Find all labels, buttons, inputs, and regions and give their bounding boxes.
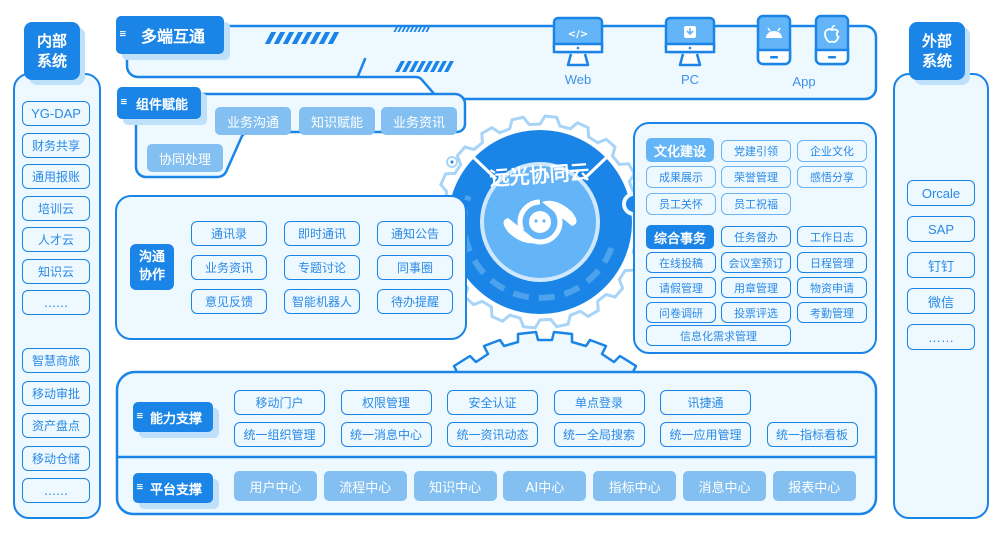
platform-item[interactable]: 报表中心	[772, 471, 856, 501]
pc-device[interactable]: PC	[664, 16, 716, 87]
apple-phone-icon	[814, 14, 850, 66]
external-system-item[interactable]: 钉钉	[907, 252, 975, 278]
svg-text:</>: </>	[568, 29, 588, 40]
communication-tag: 沟通 协作	[130, 244, 174, 290]
center-gear-logo: 远光协同云	[432, 114, 648, 330]
external-system-item[interactable]: Orcale	[907, 180, 975, 206]
communication-item[interactable]: 智能机器人	[284, 289, 360, 314]
external-system-item[interactable]: ……	[907, 324, 975, 350]
internal-system-item[interactable]: 移动审批	[22, 380, 90, 406]
internal-system-item[interactable]: 智慧商旅	[22, 348, 90, 373]
platform-item[interactable]: AI中心	[503, 471, 587, 501]
capability-item[interactable]: 统一消息中心	[340, 422, 432, 447]
code-monitor-icon: </>	[552, 16, 604, 67]
download-monitor-icon	[664, 16, 716, 67]
platform-tag: ≡ 平台支撑	[133, 473, 213, 503]
decor-stripes-2	[395, 61, 454, 72]
capability-item[interactable]: 统一指标看板	[766, 422, 858, 447]
web-label: Web	[564, 72, 592, 87]
capability-item[interactable]: 移动门户	[234, 390, 325, 415]
culture-item[interactable]: 员工关怀	[646, 193, 716, 215]
capability-item[interactable]: 统一资讯动态	[447, 422, 538, 447]
chat-swirl-logo-icon	[503, 199, 577, 245]
internal-system-item[interactable]: 人才云	[22, 227, 90, 252]
affairs-item[interactable]: 请假管理	[646, 277, 716, 298]
capability-item[interactable]: 单点登录	[553, 390, 645, 415]
internal-system-item[interactable]: ……	[22, 478, 90, 503]
affairs-item[interactable]: 信息化需求管理	[646, 325, 791, 346]
internal-system-item[interactable]: ……	[22, 290, 90, 315]
capability-tag: ≡ 能力支撑	[133, 402, 213, 432]
capability-item[interactable]: 统一组织管理	[234, 422, 325, 447]
communication-item[interactable]: 即时通讯	[284, 221, 360, 246]
internal-system-item[interactable]: 财务共享	[22, 132, 90, 158]
android-phone-icon	[756, 14, 792, 66]
communication-item[interactable]: 通讯录	[191, 221, 267, 246]
platform-item[interactable]: 流程中心	[323, 471, 407, 501]
capability-item[interactable]: 统一全局搜索	[553, 422, 645, 447]
culture-item[interactable]: 感悟分享	[797, 166, 867, 188]
culture-item[interactable]: 企业文化	[797, 140, 867, 162]
affairs-tag: 综合事务	[646, 225, 714, 249]
lower-gear-decor	[440, 330, 660, 376]
culture-item[interactable]: 荣誉管理	[721, 166, 791, 188]
external-system-item[interactable]: 微信	[907, 288, 975, 314]
communication-item[interactable]: 业务资讯	[191, 255, 267, 280]
component-item[interactable]: 业务沟通	[215, 107, 291, 135]
internal-system-item[interactable]: 通用报账	[22, 164, 90, 189]
tag-decor-icon: ≡	[120, 97, 128, 108]
external-systems-title: 外部 系统	[909, 22, 965, 80]
connector-node	[446, 156, 458, 168]
affairs-item[interactable]: 投票评选	[721, 302, 791, 323]
internal-systems-title: 内部 系统	[24, 22, 80, 80]
affairs-item[interactable]: 问卷调研	[646, 302, 716, 323]
capability-item[interactable]: 权限管理	[340, 390, 432, 415]
capability-item[interactable]: 统一应用管理	[660, 422, 751, 447]
component-item[interactable]: 协同处理	[147, 144, 223, 172]
internal-system-item[interactable]: 知识云	[22, 258, 90, 284]
affairs-item[interactable]: 任务督办	[721, 226, 791, 247]
culture-item[interactable]: 员工祝福	[721, 193, 791, 215]
affairs-item[interactable]: 用章管理	[721, 277, 791, 298]
tag-decor-icon: ≡	[136, 482, 144, 493]
communication-item[interactable]: 通知公告	[377, 221, 453, 246]
component-item[interactable]: 知识赋能	[299, 107, 375, 135]
tag-decor-icon: ≡	[136, 411, 144, 422]
external-system-item[interactable]: SAP	[907, 216, 975, 242]
app-device[interactable]: App	[756, 14, 852, 89]
affairs-item[interactable]: 物资申请	[797, 277, 867, 298]
pc-label: PC	[680, 72, 700, 87]
platform-item[interactable]: 指标中心	[593, 471, 677, 501]
communication-item[interactable]: 同事圈	[377, 255, 453, 280]
affairs-item[interactable]: 会议室预订	[721, 252, 791, 273]
decor-stripes	[264, 32, 340, 44]
communication-item[interactable]: 意见反馈	[191, 289, 267, 314]
capability-item[interactable]: 安全认证	[447, 390, 538, 415]
platform-item[interactable]: 用户中心	[234, 471, 317, 501]
multi-terminal-tag: ≡ 多端互通	[116, 16, 224, 54]
web-device[interactable]: </> Web	[552, 16, 604, 87]
component-item[interactable]: 业务资讯	[381, 107, 457, 135]
affairs-item[interactable]: 工作日志	[797, 226, 867, 247]
app-label: App	[792, 74, 816, 89]
communication-item[interactable]: 专题讨论	[284, 255, 360, 280]
affairs-item[interactable]: 在线投稿	[646, 252, 716, 273]
tag-decor-icon: ≡	[119, 29, 127, 40]
platform-item[interactable]: 知识中心	[413, 471, 497, 501]
culture-tag: 文化建设	[646, 138, 714, 162]
communication-item[interactable]: 待办提醒	[377, 289, 453, 314]
component-tag: ≡ 组件赋能	[117, 87, 201, 119]
affairs-item[interactable]: 日程管理	[797, 252, 867, 273]
internal-system-item[interactable]: 资产盘点	[22, 413, 90, 438]
culture-item[interactable]: 成果展示	[646, 166, 716, 188]
platform-item[interactable]: 消息中心	[683, 471, 766, 501]
capability-item[interactable]: 讯捷通	[660, 390, 751, 415]
internal-system-item[interactable]: 培训云	[22, 195, 90, 221]
culture-item[interactable]: 党建引领	[721, 140, 791, 162]
affairs-item[interactable]: 考勤管理	[797, 302, 867, 323]
internal-system-item[interactable]: 移动仓储	[22, 445, 90, 471]
decor-stripes-small	[393, 26, 431, 32]
internal-system-item[interactable]: YG-DAP	[22, 101, 90, 126]
